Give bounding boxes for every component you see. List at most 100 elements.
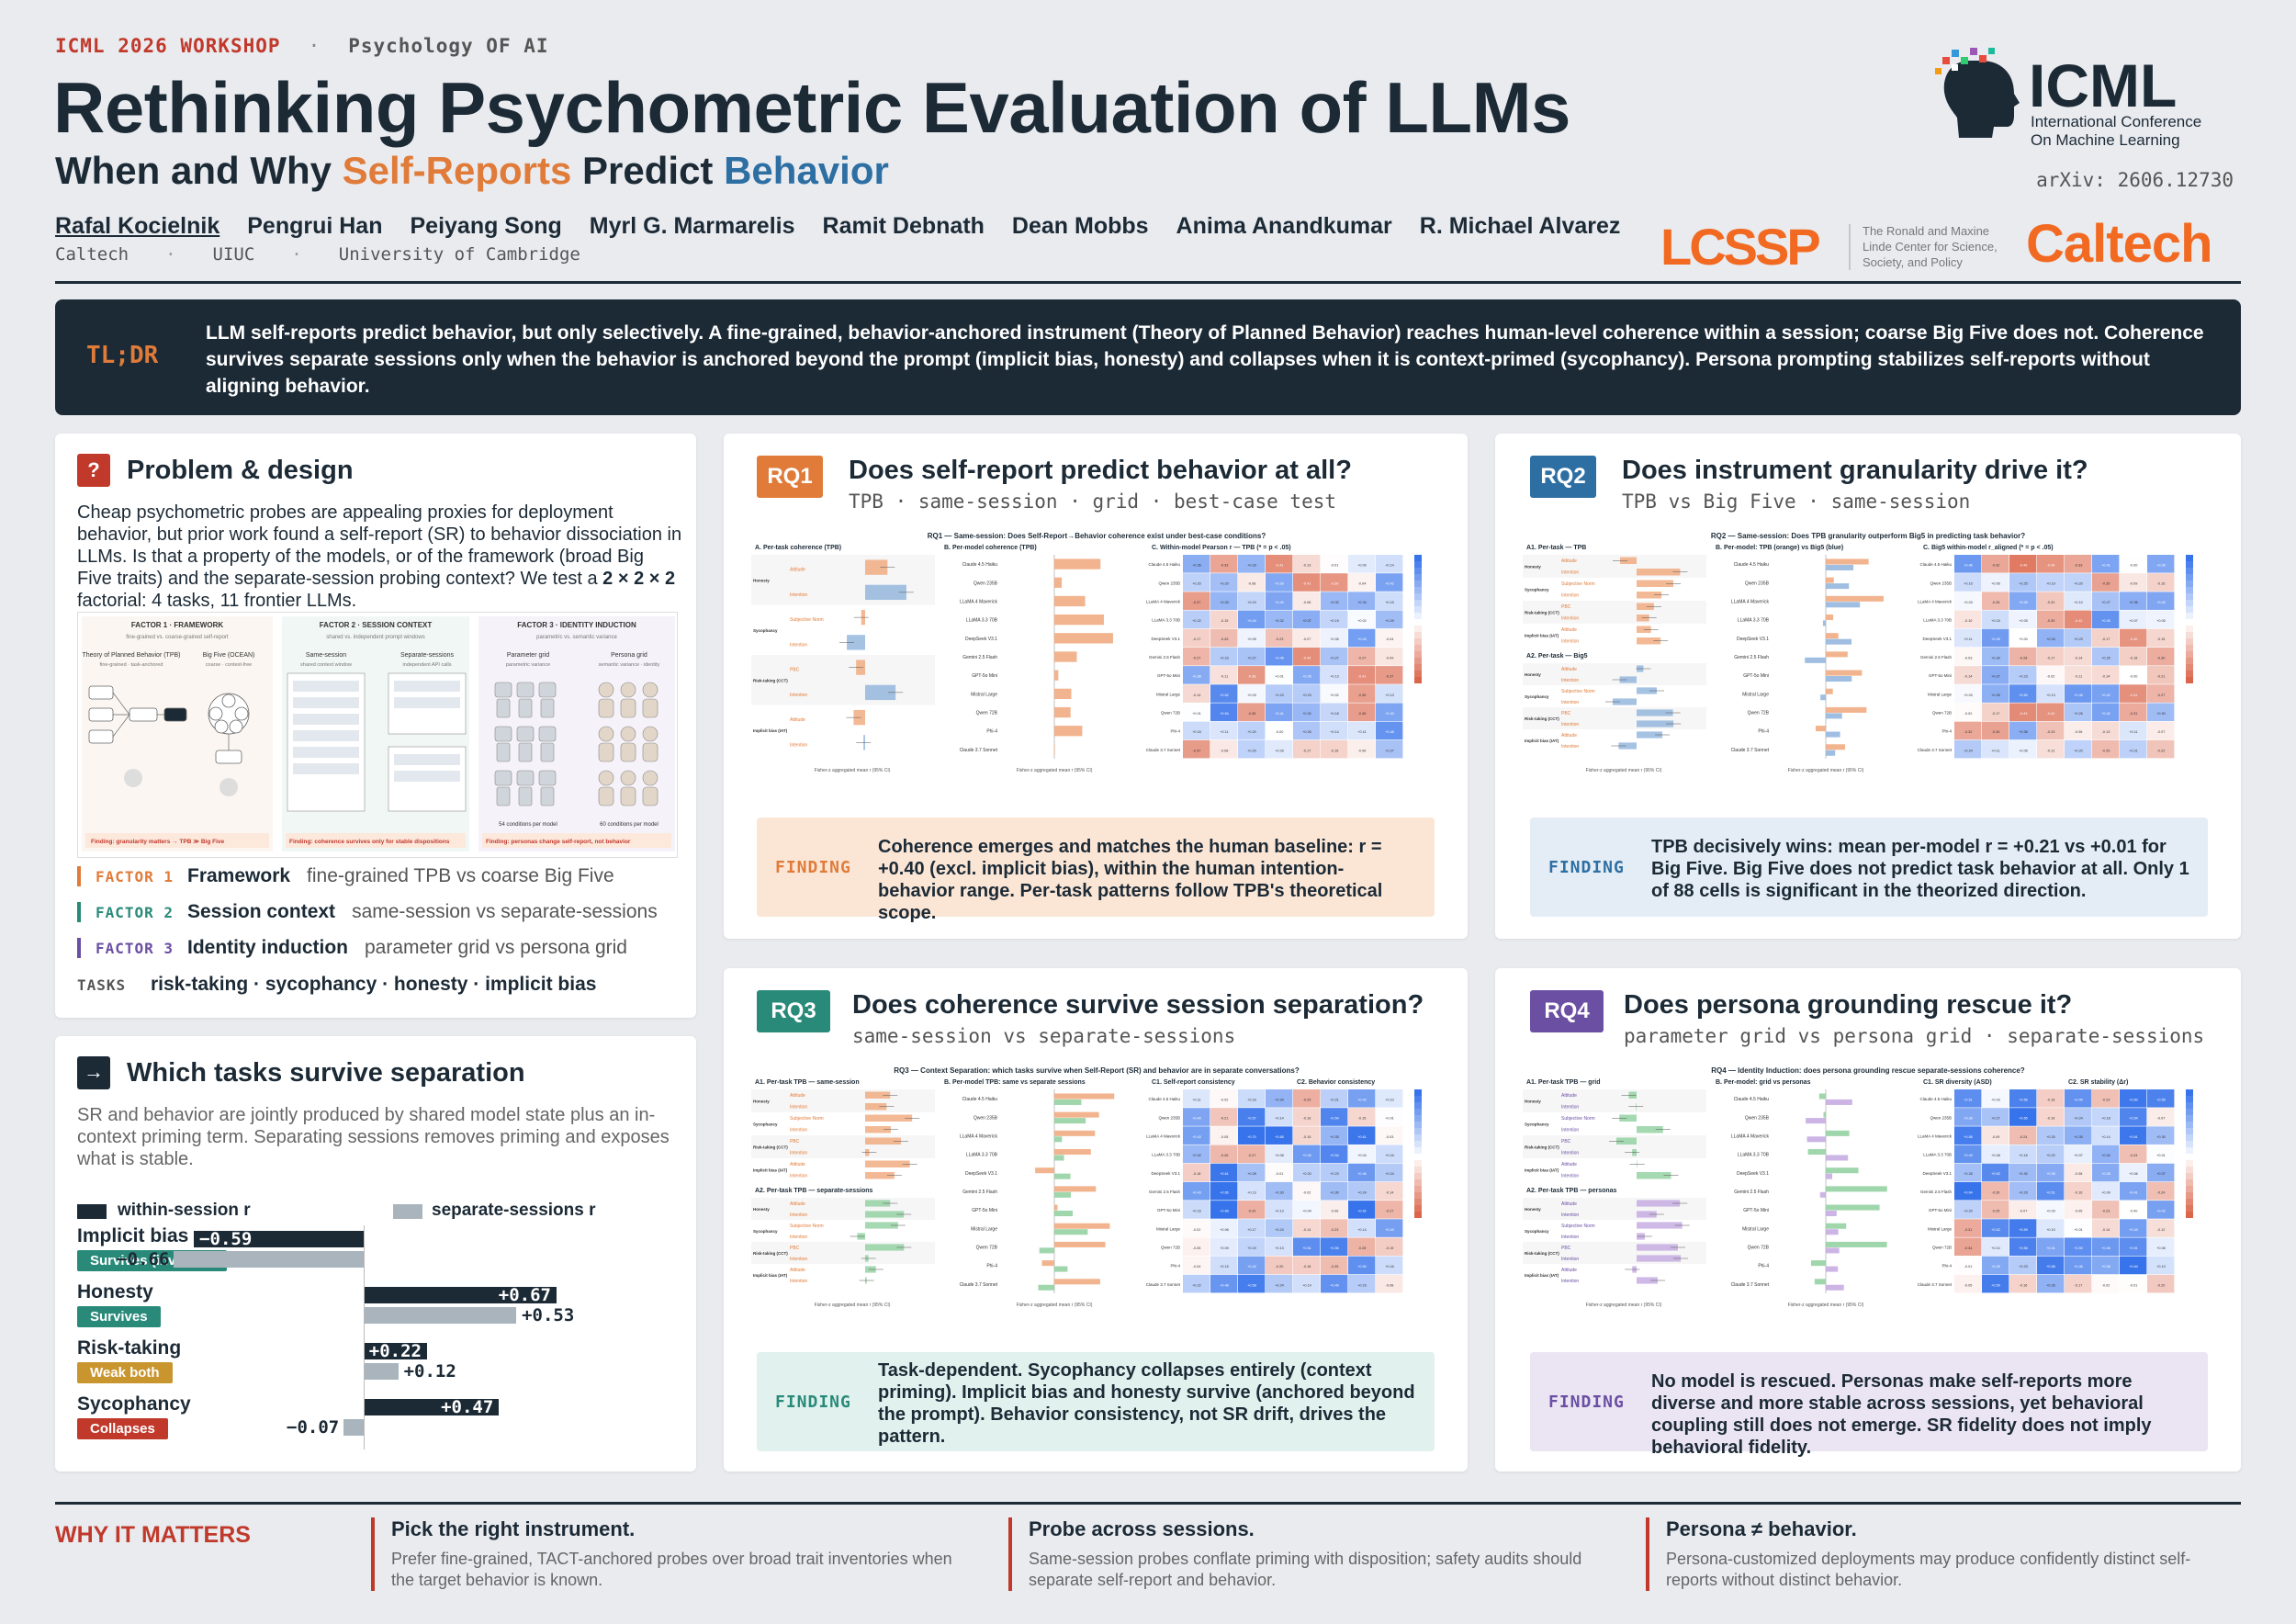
factor-key: FACTOR 3 (96, 940, 174, 957)
task-bar (1637, 1200, 1681, 1207)
heatmap-cell (2120, 1219, 2147, 1237)
heatmap-value: +0.40 (1385, 712, 1394, 716)
construct-label: Intention (1561, 1105, 1579, 1111)
heatmap-cell (1238, 1237, 1266, 1257)
heatmap-cell (1348, 684, 1376, 703)
heatmap-cell (1210, 1181, 1238, 1201)
heatmap-cell (1954, 721, 1982, 740)
heatmap-cell (1954, 1089, 1982, 1108)
model-bar (1826, 577, 1834, 583)
model-label: GPT-5o Mini (1743, 1208, 1769, 1213)
model-bar (1826, 564, 1854, 570)
task-bar (1620, 557, 1637, 564)
heatmap-cell (1210, 647, 1238, 666)
heatmap-value: +0.14 (2101, 1135, 2110, 1139)
colorbar-cell (2186, 1096, 2193, 1102)
heatmap-value: -0.14 (1193, 694, 1201, 697)
problem-body-1: Cheap psychometric probes are appealing … (77, 502, 682, 589)
heatmap-value: -0.23 (2102, 1210, 2110, 1213)
heatmap-value: +0.16 (1247, 1099, 1256, 1102)
heatmap-value: +0.06 (2129, 1172, 2138, 1176)
rq4-subtitle: parameter grid vs persona grid · separat… (1624, 1025, 2205, 1047)
author: Pengrui Han (247, 213, 383, 239)
heatmap-cell (1293, 573, 1321, 592)
model-bar (1806, 1118, 1826, 1124)
colorbar-cell (2186, 677, 2193, 683)
heatmap-cell (1348, 1274, 1376, 1293)
heatmap-value: -0.05 (1964, 1283, 1973, 1287)
heatmap-value: +0.30 (2019, 1172, 2028, 1176)
heatmap-cell (1293, 1181, 1321, 1201)
heatmap-row-label: LLaMA 3.3 70B (1923, 1153, 1952, 1157)
heatmap-cell (1982, 1163, 2009, 1182)
heatmap-cell (2037, 1274, 2065, 1293)
heatmap-cell (2092, 592, 2120, 610)
factor-desc: parameter grid vs persona grid (364, 937, 627, 958)
heatmap-cell (2120, 628, 2147, 648)
footer-heading: Pick the right instrument. (391, 1517, 636, 1540)
model-label: LLaMA 4 Maverick (1731, 1133, 1770, 1139)
heatmap-value: +0.02 (1330, 694, 1339, 697)
heatmap-value: -0.40 (2130, 637, 2138, 641)
colorbar-cell (1414, 1186, 1422, 1192)
colorbar-cell (2186, 1167, 2193, 1173)
colorbar-cell (2186, 638, 2193, 645)
heatmap-cell (1348, 555, 1376, 573)
within-session-bar (194, 1231, 364, 1247)
heatmap-cell (1238, 1201, 1266, 1219)
heatmap-cell (2009, 592, 2037, 610)
heatmap-row-label: GPT-5o Mini (1929, 673, 1952, 678)
rq3-finding-text: Task-dependent. Sycophancy collapses ent… (878, 1360, 1415, 1447)
heatmap-value: +0.32 (1192, 1154, 1201, 1157)
colorbar-cell (2186, 664, 2193, 671)
heatmap-cell (1210, 1089, 1238, 1108)
heatmap-value: -0.00 (2130, 1210, 2138, 1213)
factor-name: Session context (187, 901, 336, 922)
colorbar-cell (2186, 1109, 2193, 1115)
problem-title: Problem & design (127, 456, 354, 485)
model-bar (1826, 1204, 1880, 1211)
heatmap-cell (2065, 647, 2092, 666)
heatmap-value: +0.33 (1247, 564, 1256, 568)
model-bar (1823, 1111, 1826, 1118)
person-body-icon (598, 698, 614, 718)
heatmap-row-label: Qwen 235B (1158, 581, 1180, 585)
heatmap-cell (1183, 1201, 1210, 1219)
person-icon (620, 726, 636, 742)
model-bar (1826, 713, 1842, 719)
heatmap-value: +0.56 (2019, 1099, 2028, 1102)
f2-b-sub: independent API calls (403, 662, 452, 668)
heatmap-value: +0.26 (1302, 730, 1311, 734)
heatmap-value: +0.34 (1275, 1099, 1284, 1102)
colorbar-cell (1414, 1141, 1422, 1147)
heatmap-cell (1348, 573, 1376, 592)
figure-title: RQ2 — Same-session: Does TPB granularity… (1711, 532, 2025, 540)
heatmap-value: -0.16 (2020, 1283, 2028, 1287)
heatmap-value: +0.58 (1247, 1283, 1256, 1287)
heatmap-value: +0.07 (2129, 619, 2138, 623)
affiliation: UIUC (212, 244, 255, 265)
heatmap-value: +0.38 (2101, 1265, 2110, 1269)
colorbar-cell (2186, 1186, 2193, 1192)
zero-axis (364, 1225, 365, 1449)
heatmap-cell (1348, 1256, 1376, 1275)
person-body-icon (642, 742, 658, 762)
construct-label: Intention (1561, 700, 1579, 705)
heatmap-cell (2147, 628, 2175, 648)
task-bar (865, 1200, 891, 1207)
person-body-icon (598, 786, 614, 806)
factor-row: FACTOR 1 Framework fine-grained TPB vs c… (77, 865, 614, 887)
heatmap-cell (2092, 1089, 2120, 1108)
heatmap-value: -0.09 (1992, 1135, 2000, 1139)
heatmap-value: -0.27 (1386, 1210, 1394, 1213)
heatmap-cell (2009, 1126, 2037, 1145)
task-label: Sycophancy (753, 628, 778, 633)
heatmap-value: +0.19 (1247, 601, 1256, 604)
heatmap-cell (1348, 1089, 1376, 1108)
affiliation-separator: · (165, 244, 176, 265)
heatmap-value: +0.29 (2019, 1190, 2028, 1194)
construct-label: Intention (790, 742, 807, 748)
heatmap-cell (2147, 573, 2175, 592)
heatmap-value: +0.20 (2074, 582, 2083, 586)
heatmap-value: +0.05 (2019, 619, 2028, 623)
